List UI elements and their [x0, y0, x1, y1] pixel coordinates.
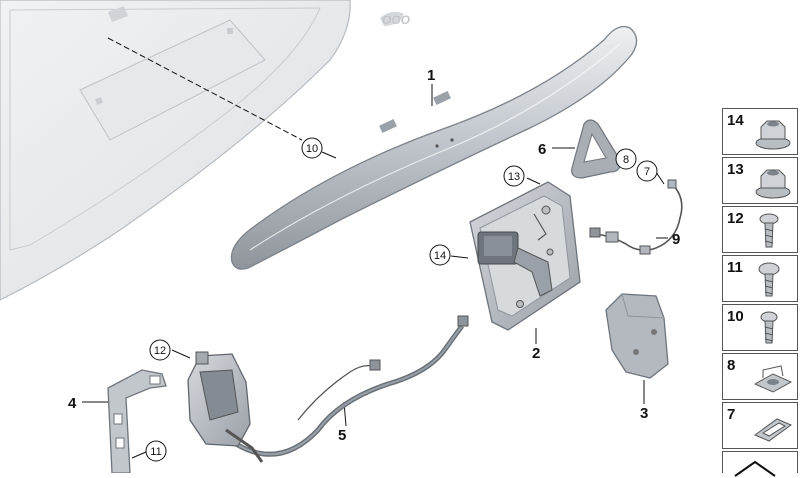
- label-part-9: 9: [672, 231, 680, 248]
- support-bracket-part: [107, 369, 167, 473]
- circled-callouts: 10 13 8 7 14 12 11: [145, 137, 658, 462]
- callout-10: 10: [301, 137, 323, 159]
- legend-label: 14: [727, 112, 744, 129]
- svg-text:11: 11: [150, 446, 161, 458]
- callout-8: 8: [615, 148, 637, 170]
- callout-11: 11: [145, 440, 167, 462]
- legend-cell-10: 10: [722, 304, 798, 351]
- legend-label: 7: [727, 406, 736, 423]
- legend-cell-partial: [722, 451, 798, 477]
- label-part-3: 3: [640, 405, 648, 422]
- part-number-labels: 1 2 3 4 5 6 9: [68, 67, 680, 444]
- bowden-cable-part: [234, 315, 469, 457]
- legend-label: 12: [727, 210, 744, 227]
- cover-cap-part: [605, 293, 669, 379]
- leader-lines: [82, 37, 668, 459]
- label-part-5: 5: [338, 427, 346, 444]
- tailgate-body: OOO: [0, 0, 411, 301]
- legend-cell-13: 13: [722, 157, 798, 204]
- clip-nut-icon: [753, 365, 793, 393]
- flange-nut-icon: [755, 120, 791, 150]
- arrow-icon: [734, 460, 776, 477]
- screw-icon: [759, 213, 779, 248]
- label-part-4: 4: [68, 395, 77, 412]
- svg-text:7: 7: [644, 166, 650, 178]
- svg-text:13: 13: [508, 171, 520, 183]
- screw-icon: [760, 311, 778, 344]
- legend-cell-8: 8: [722, 353, 798, 400]
- trim-strip-part: [230, 25, 638, 270]
- callout-13: 13: [503, 165, 525, 187]
- legend-cell-7: 7: [722, 402, 798, 449]
- legend-cell-12: 12: [722, 206, 798, 253]
- svg-text:8: 8: [623, 154, 629, 166]
- label-part-6: 6: [538, 141, 546, 158]
- wire-harness-part: [589, 179, 683, 255]
- legend-label: 8: [727, 357, 736, 374]
- lock-bracket-part: [469, 181, 581, 331]
- legend-cell-11: 11: [722, 255, 798, 302]
- legend-cell-14: 14: [722, 108, 798, 155]
- legend-label: 10: [727, 308, 744, 325]
- tailgate-latch-part: [187, 351, 264, 463]
- grommet-part: [571, 119, 621, 179]
- label-part-1: 1: [427, 67, 435, 84]
- label-part-2: 2: [532, 345, 540, 362]
- callout-14: 14: [429, 244, 451, 266]
- svg-text:OOO: OOO: [382, 13, 411, 27]
- callout-12: 12: [149, 339, 171, 361]
- svg-text:14: 14: [434, 250, 446, 262]
- screw-icon: [758, 262, 780, 297]
- svg-text:12: 12: [154, 345, 166, 357]
- clip-icon: [753, 418, 793, 442]
- legend-label: 11: [727, 259, 743, 276]
- fastener-legend-panel: 14 13 12 11 10: [722, 108, 800, 477]
- svg-text:10: 10: [306, 143, 318, 155]
- callout-7: 7: [636, 160, 658, 182]
- legend-label: 13: [727, 161, 744, 178]
- flange-nut-icon: [755, 169, 791, 199]
